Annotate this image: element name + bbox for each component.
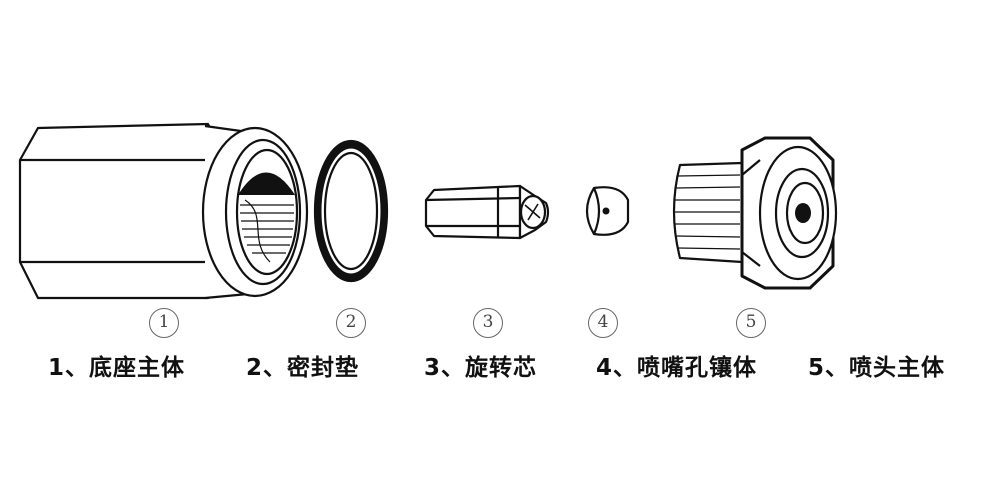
part-number-5: 5 bbox=[736, 308, 766, 338]
caption-base-body: 1、底座主体 bbox=[48, 355, 186, 381]
base-body-icon bbox=[18, 122, 309, 300]
nozzle-body-icon bbox=[672, 136, 838, 290]
part-number-1: 1 bbox=[149, 308, 179, 338]
part-number-3: 3 bbox=[473, 308, 503, 338]
swirl-core-icon bbox=[424, 184, 550, 240]
caption-nozzle-insert: 4、喷嘴孔镶体 bbox=[596, 355, 758, 381]
caption-nozzle-body: 5、喷头主体 bbox=[808, 355, 946, 381]
part-number-2: 2 bbox=[336, 308, 366, 338]
caption-seal-ring: 2、密封垫 bbox=[246, 355, 360, 381]
caption-swirl-core: 3、旋转芯 bbox=[424, 355, 538, 381]
nozzle-insert-icon bbox=[585, 186, 630, 236]
part-number-4: 4 bbox=[588, 308, 618, 338]
seal-ring-icon bbox=[313, 139, 389, 283]
